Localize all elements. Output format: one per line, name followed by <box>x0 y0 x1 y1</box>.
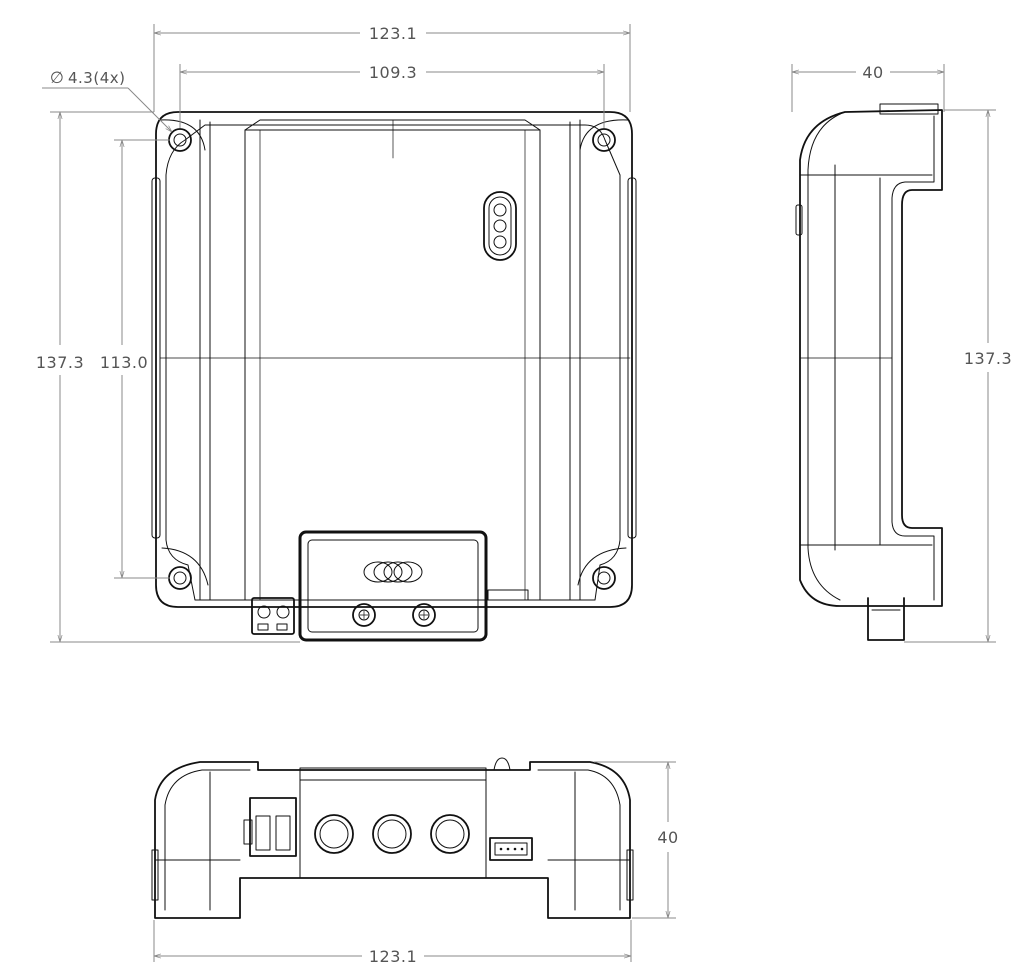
side-terminal-block <box>867 597 905 641</box>
front-connector-slot <box>487 589 529 601</box>
side-housing-outline <box>799 109 943 607</box>
mounting-hole-top-right <box>579 119 629 152</box>
cable-gland-1-icon <box>314 814 354 854</box>
bottom-left-inner <box>164 769 251 911</box>
bottom-housing-outline <box>154 761 631 919</box>
bottom-dim-width: 123.1 <box>369 947 417 966</box>
side-inner-contour <box>891 115 935 601</box>
front-inner-frame <box>165 124 621 601</box>
led-indicator-1 <box>493 203 507 217</box>
cable-gland-2-icon <box>372 814 412 854</box>
front-housing-outline <box>155 111 633 608</box>
side-view <box>795 103 943 641</box>
bottom-dimensions: 123.1 40 <box>153 761 678 966</box>
bottom-view <box>151 757 634 919</box>
dim-hole-diameter: 4.3(4x) <box>68 69 125 87</box>
bottom-terminal-block <box>243 797 297 857</box>
side-top-tab <box>879 103 939 115</box>
cable-gland-3-icon <box>430 814 470 854</box>
bottom-dim-depth: 40 <box>657 828 678 847</box>
ve-direct-port-icon <box>489 837 533 861</box>
diameter-symbol: ∅ <box>50 68 64 87</box>
terminal-cover-inner <box>307 539 479 633</box>
front-view <box>151 111 637 642</box>
front-lid-panel <box>244 129 541 601</box>
side-dimensions: 40 137.3 <box>791 63 1012 643</box>
side-dim-height: 137.3 <box>964 349 1012 368</box>
cover-screw-right-icon <box>412 603 436 627</box>
dim-hole-spacing-height: 113.0 <box>100 353 148 372</box>
front-dimensions: 123.1 109.3 ∅ 4.3(4x) 137.3 113.0 <box>36 24 631 643</box>
side-dim-depth: 40 <box>862 63 883 82</box>
mounting-hole-top-left <box>159 119 206 152</box>
side-led-bump <box>795 204 803 236</box>
mounting-hole-bottom-right <box>577 547 627 590</box>
dim-overall-width: 123.1 <box>369 24 417 43</box>
led-window-inner <box>488 196 512 256</box>
led-window <box>483 191 517 261</box>
bottom-right-inner <box>537 769 621 911</box>
victron-logo-icon <box>363 561 423 583</box>
mounting-hole-bottom-left <box>161 547 209 590</box>
front-lid-top <box>244 119 541 131</box>
dim-hole-spacing-width: 109.3 <box>369 63 417 82</box>
bottom-cover-lip <box>299 767 487 781</box>
led-indicator-3 <box>493 235 507 249</box>
front-terminal-block <box>251 597 295 635</box>
terminal-cover <box>298 530 488 642</box>
led-indicator-2 <box>493 219 507 233</box>
cover-screw-left-icon <box>352 603 376 627</box>
side-front-curve <box>807 111 846 601</box>
bottom-led-bump <box>493 757 511 771</box>
dim-overall-height: 137.3 <box>36 353 84 372</box>
